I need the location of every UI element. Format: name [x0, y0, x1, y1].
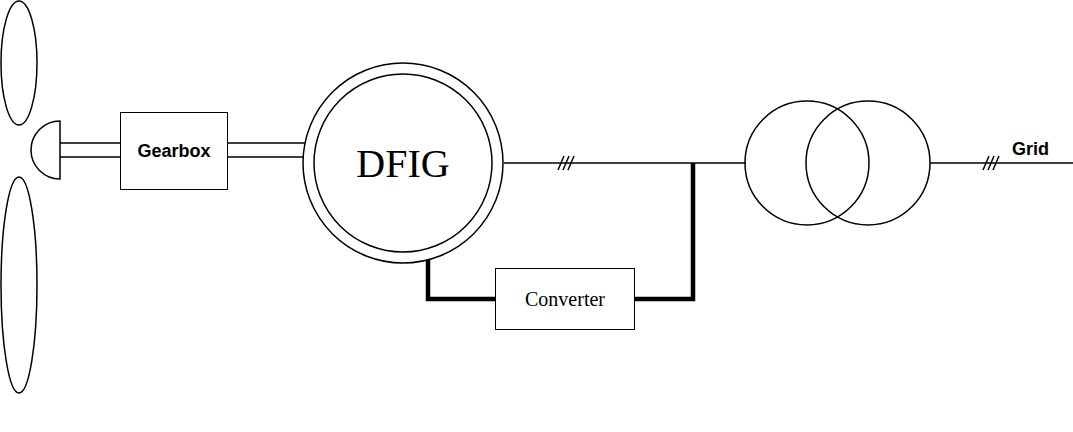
- turbine-blade: [1, 177, 37, 393]
- node-text: DFIG: [356, 140, 449, 187]
- transformer-winding: [806, 101, 930, 225]
- stator-wire: [504, 162, 746, 164]
- generator-circle: DFIG: [302, 62, 504, 264]
- node-text: Converter: [525, 288, 605, 311]
- shaft-line: [60, 142, 120, 144]
- transformer-winding: [745, 101, 869, 225]
- grid-label: Grid: [1012, 139, 1049, 160]
- turbine-hub: [31, 121, 60, 179]
- turbine-blade: [1, 1, 37, 125]
- three-phase-mark: [558, 156, 574, 170]
- three-phase-mark: [983, 156, 999, 170]
- grid-side-converter-wire: [635, 163, 693, 299]
- shaft-connector: [228, 143, 305, 157]
- grid-wire: [930, 162, 1073, 164]
- generator-inner-ring: [314, 74, 492, 252]
- shaft-line: [60, 156, 120, 158]
- converter-box: Converter: [495, 268, 635, 330]
- generator-outer-ring: [303, 63, 503, 263]
- node-text: Gearbox: [137, 141, 210, 162]
- rotor-wire: [428, 260, 495, 299]
- gearbox-box: Gearbox: [120, 112, 228, 190]
